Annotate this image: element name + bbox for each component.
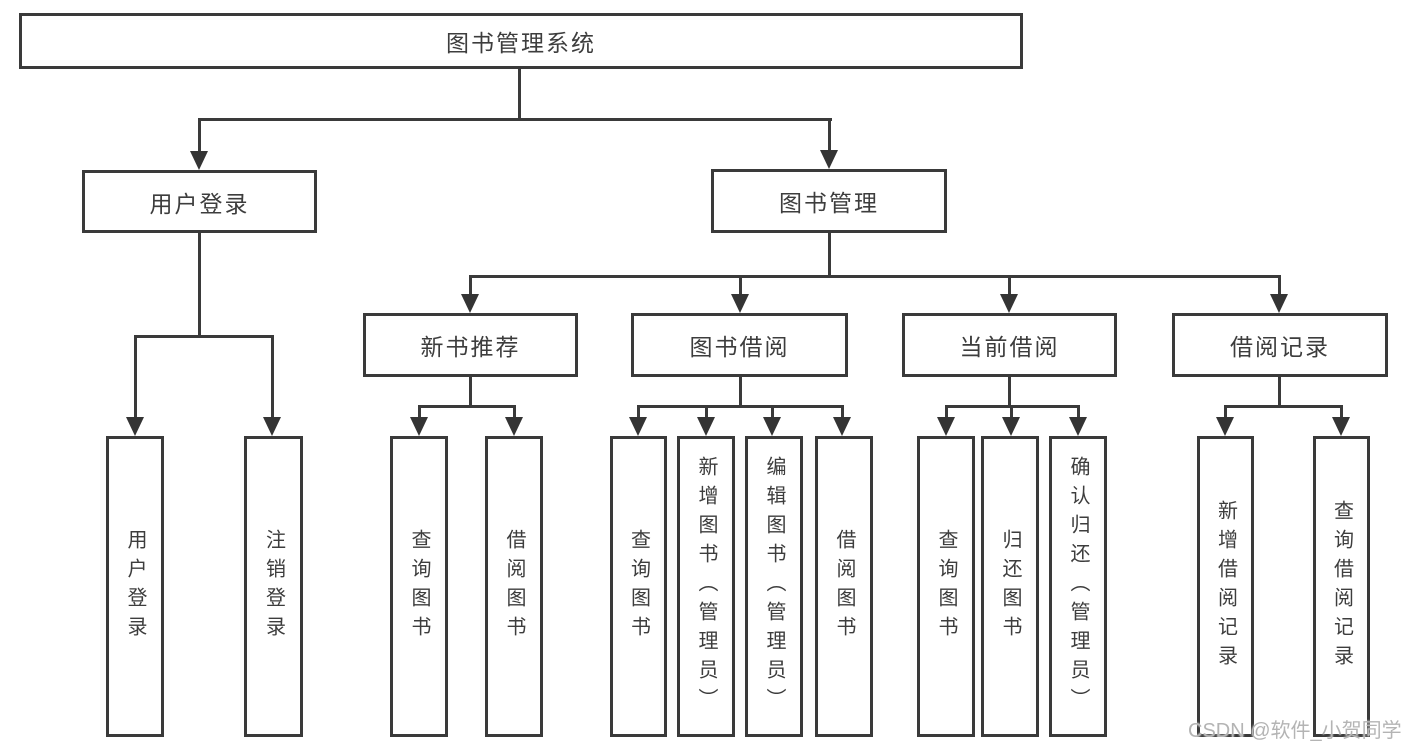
connector-line [739, 275, 742, 297]
connector-line [271, 335, 274, 420]
leaf-logout: 注销登录 [244, 436, 303, 737]
leaf-label: 新增图书（管理员） [695, 456, 717, 717]
connector-line [418, 405, 516, 408]
connector-line [134, 335, 137, 420]
leaf-add-borrow-record: 新增借阅记录 [1197, 436, 1254, 737]
connector-line [945, 405, 948, 420]
arrow-down-icon [126, 417, 144, 436]
node-borrow-records: 借阅记录 [1172, 313, 1388, 377]
arrow-down-icon [1069, 417, 1087, 436]
connector-line [828, 118, 831, 153]
leaf-borrow-books-recommend: 借阅图书 [485, 436, 543, 737]
leaf-borrow-books: 借阅图书 [815, 436, 873, 737]
leaf-query-borrow-record: 查询借阅记录 [1313, 436, 1370, 737]
arrow-down-icon [505, 417, 523, 436]
arrow-down-icon [820, 150, 838, 169]
connector-line [418, 405, 421, 420]
connector-line [1278, 275, 1281, 297]
node-book-management: 图书管理 [711, 169, 947, 233]
arrow-down-icon [937, 417, 955, 436]
leaf-label: 查询图书 [627, 528, 650, 645]
node-current-borrow: 当前借阅 [902, 313, 1117, 377]
leaf-label: 查询图书 [408, 528, 430, 645]
arrow-down-icon [731, 294, 749, 313]
connector-line [1010, 405, 1013, 420]
connector-line [513, 405, 516, 420]
leaf-label: 查询图书 [935, 528, 957, 645]
arrow-down-icon [461, 294, 479, 313]
arrow-down-icon [629, 417, 647, 436]
connector-line [705, 405, 708, 420]
connector-line [198, 118, 832, 121]
leaf-edit-books-admin: 编辑图书（管理员） [745, 436, 803, 737]
connector-line [739, 377, 742, 407]
node-book-borrow: 图书借阅 [631, 313, 848, 377]
connector-line [637, 405, 844, 408]
leaf-label: 用户登录 [124, 528, 146, 645]
leaf-query-books-current: 查询图书 [917, 436, 975, 737]
leaf-label: 借阅图书 [833, 528, 855, 645]
connector-line [1008, 377, 1011, 407]
connector-line [1340, 405, 1343, 420]
leaf-confirm-return-admin: 确认归还（管理员） [1049, 436, 1107, 737]
connector-line [469, 275, 1281, 278]
connector-line [1077, 405, 1080, 420]
arrow-down-icon [1270, 294, 1288, 313]
node-user-login: 用户登录 [82, 170, 317, 233]
arrow-down-icon [697, 417, 715, 436]
leaf-label: 查询借阅记录 [1330, 499, 1353, 674]
leaf-label: 借阅图书 [503, 528, 525, 645]
leaf-query-books-borrow: 查询图书 [610, 436, 667, 737]
connector-line [1278, 377, 1281, 407]
arrow-down-icon [1216, 417, 1234, 436]
leaf-add-books-admin: 新增图书（管理员） [677, 436, 735, 737]
node-root: 图书管理系统 [19, 13, 1023, 69]
connector-line [841, 405, 844, 420]
connector-line [198, 233, 201, 337]
leaf-label: 注销登录 [262, 528, 285, 645]
arrow-down-icon [1002, 417, 1020, 436]
leaf-query-books-recommend: 查询图书 [390, 436, 448, 737]
connector-line [518, 68, 521, 120]
arrow-down-icon [1000, 294, 1018, 313]
connector-line [1224, 405, 1343, 408]
arrow-down-icon [263, 417, 281, 436]
leaf-label: 编辑图书（管理员） [763, 456, 785, 717]
leaf-label: 确认归还（管理员） [1067, 456, 1089, 717]
arrow-down-icon [763, 417, 781, 436]
arrow-down-icon [190, 151, 208, 170]
connector-line [1224, 405, 1227, 420]
leaf-label: 归还图书 [999, 528, 1021, 645]
connector-line [198, 118, 201, 154]
connector-line [1008, 275, 1011, 297]
leaf-label: 新增借阅记录 [1214, 499, 1237, 674]
arrow-down-icon [1332, 417, 1350, 436]
connector-line [771, 405, 774, 420]
arrow-down-icon [833, 417, 851, 436]
node-new-book-recommend: 新书推荐 [363, 313, 578, 377]
connector-line [469, 377, 472, 407]
connector-line [134, 335, 274, 338]
arrow-down-icon [410, 417, 428, 436]
leaf-return-books: 归还图书 [981, 436, 1039, 737]
leaf-user-login: 用户登录 [106, 436, 164, 737]
connector-line [637, 405, 640, 420]
csdn-watermark: CSDN @软件_小贺同学 [1188, 720, 1402, 742]
connector-line [828, 232, 831, 277]
connector-line [469, 275, 472, 297]
